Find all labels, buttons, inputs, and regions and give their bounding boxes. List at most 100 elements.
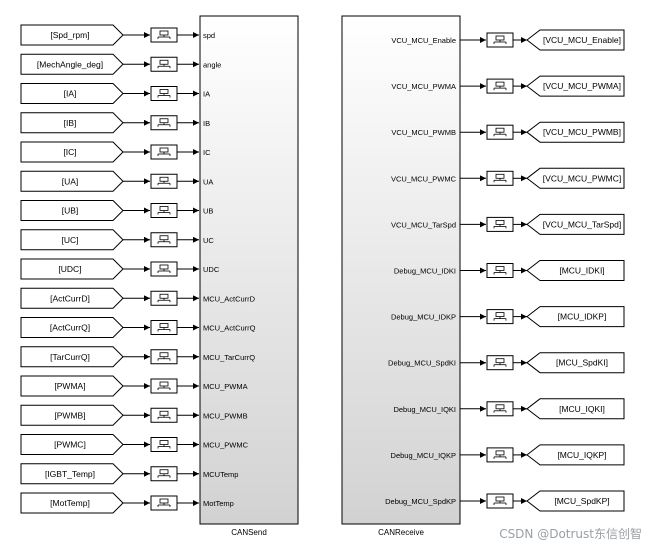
input-port-label: MCU_PWMB [203, 411, 248, 420]
send-row: [MechAngle_deg]angle [20, 53, 221, 75]
from-tag-label: [MechAngle_deg] [37, 59, 103, 69]
conversion-glyph-icon [493, 127, 507, 137]
goto-from-tag-block[interactable] [20, 375, 124, 397]
goto-from-tag-block[interactable] [20, 229, 124, 251]
input-port-label: IA [203, 90, 210, 99]
goto-from-tag-block[interactable] [20, 434, 124, 455]
input-port-label: MCU_TarCurrQ [203, 353, 255, 362]
receive-row: Debug_MCU_IDKI[MCU_IDKI] [394, 260, 625, 281]
goto-from-tag-block[interactable] [20, 346, 124, 368]
receive-row: VCU_MCU_PWMC [VCU_MCU_PWMC] [391, 167, 625, 189]
conversion-glyph-icon [157, 264, 171, 273]
goto-from-tag-block[interactable] [20, 258, 124, 280]
output-port-label: VCU_MCU_PWMC [391, 174, 457, 183]
goto-tag-label: [VCU_MCU_TarSpd] [543, 219, 621, 229]
receive-row: VCU_MCU_PWMA[VCU_MCU_PWMA] [391, 75, 625, 97]
from-tag-label: [IB] [64, 118, 77, 128]
send-row: [UDC]UDC [20, 258, 220, 280]
cansend-subsystem-block[interactable] [199, 15, 299, 525]
goto-tag-block[interactable] [526, 167, 625, 189]
conversion-glyph-icon [493, 358, 507, 367]
send-row: [Spd_rpm]spd [20, 24, 215, 46]
input-port-label: spd [203, 31, 215, 40]
goto-tag-label: [MCU_IDKP] [558, 312, 607, 322]
goto-tag-block[interactable] [526, 444, 625, 466]
conversion-glyph-icon [157, 498, 171, 507]
goto-from-tag-block[interactable] [20, 141, 124, 163]
send-row: [PWMA]MCU_PWMA [20, 375, 248, 397]
send-row: [IGBT_Temp] MCUTemp [20, 463, 238, 485]
from-tag-label: [UB] [62, 206, 79, 216]
receive-row: Debug_MCU_IQKP[MCU_IQKP] [391, 444, 625, 466]
output-port-label: VCU_MCU_PWMB [391, 128, 456, 137]
conversion-glyph-icon [493, 266, 507, 275]
from-tag-label: [UC] [62, 235, 79, 245]
goto-from-tag-block[interactable] [20, 287, 124, 309]
goto-tag-block[interactable] [526, 75, 625, 97]
canreceive-block-title: CANReceive [378, 528, 424, 537]
conversion-glyph-icon [493, 312, 507, 321]
goto-tag-block[interactable] [526, 29, 625, 51]
goto-tag-label: [MCU_IDKI] [559, 266, 604, 276]
send-row: [MotTemp]MotTemp [20, 492, 234, 514]
input-port-label: UB [203, 207, 213, 216]
conversion-glyph-icon [157, 381, 171, 390]
goto-from-tag-block[interactable] [20, 463, 124, 485]
conversion-glyph-icon [157, 293, 171, 303]
conversion-glyph-icon [157, 469, 171, 478]
send-row: [UB] UB [20, 200, 213, 221]
goto-from-tag-block[interactable] [20, 24, 124, 46]
conversion-glyph-icon [493, 450, 507, 459]
goto-tag-label: [VCU_MCU_PWMB] [543, 127, 621, 137]
from-tag-label: [UA] [62, 176, 79, 186]
send-row: [ActCurrD]MCU_ActCurrD [20, 287, 256, 309]
goto-tag-block[interactable] [526, 260, 625, 281]
send-row: [UC]UC [20, 229, 214, 251]
receive-row: Debug_MCU_IQKI[MCU_IQKI] [393, 398, 625, 420]
conversion-glyph-icon [157, 118, 171, 127]
output-port-label: VCU_MCU_Enable [391, 36, 456, 45]
input-port-label: MotTemp [203, 499, 234, 508]
goto-tag-label: [MCU_SpdKI] [556, 358, 608, 368]
conversion-glyph-icon [157, 176, 171, 186]
send-row: [UA]UA [20, 170, 213, 192]
goto-tag-label: [MCU_SpdKP] [554, 496, 609, 506]
input-port-label: MCU_ActCurrD [203, 294, 256, 303]
from-tag-label: [IGBT_Temp] [45, 469, 95, 479]
goto-tag-label: [VCU_MCU_Enable] [543, 35, 621, 45]
input-port-label: MCU_ActCurrQ [203, 324, 256, 333]
input-port-label: IC [203, 148, 211, 157]
goto-from-tag-block[interactable] [20, 200, 124, 221]
goto-from-tag-block[interactable] [20, 112, 124, 134]
output-port-label: Debug_MCU_SpdKI [388, 359, 456, 368]
send-row: [TarCurrQ] MCU_TarCurrQ [20, 346, 255, 368]
goto-tag-block[interactable] [526, 398, 625, 420]
goto-tag-label: [VCU_MCU_PWMC] [543, 173, 621, 183]
canreceive-subsystem-block[interactable] [341, 15, 461, 525]
output-port-label: Debug_MCU_IDKP [391, 313, 456, 322]
goto-tag-block[interactable] [526, 352, 625, 374]
send-row: [PWMC]MCU_PWMC [20, 434, 249, 455]
goto-tag-block[interactable] [526, 306, 625, 328]
conversion-glyph-icon [157, 30, 171, 39]
from-tag-label: [TarCurrQ] [50, 352, 90, 362]
conversion-glyph-icon [157, 59, 171, 69]
from-tag-label: [IA] [64, 89, 77, 99]
goto-tag-block[interactable] [526, 490, 625, 512]
goto-from-tag-block[interactable] [20, 404, 124, 426]
output-port-label: Debug_MCU_SpdKP [385, 497, 456, 506]
goto-from-tag-block[interactable] [20, 170, 124, 192]
send-row: [IA] IA [20, 83, 210, 104]
goto-from-tag-block[interactable] [20, 317, 124, 338]
conversion-glyph-icon [157, 323, 171, 332]
goto-from-tag-block[interactable] [20, 53, 124, 75]
input-port-label: MCUTemp [203, 470, 238, 479]
from-tag-label: [IC] [63, 147, 76, 157]
goto-from-tag-block[interactable] [20, 492, 124, 514]
goto-tag-block[interactable] [526, 121, 625, 143]
goto-tag-block[interactable] [526, 213, 625, 235]
input-port-label: MCU_PWMA [203, 382, 248, 391]
goto-from-tag-block[interactable] [20, 83, 124, 104]
cansend-block-title: CANSend [231, 528, 267, 537]
